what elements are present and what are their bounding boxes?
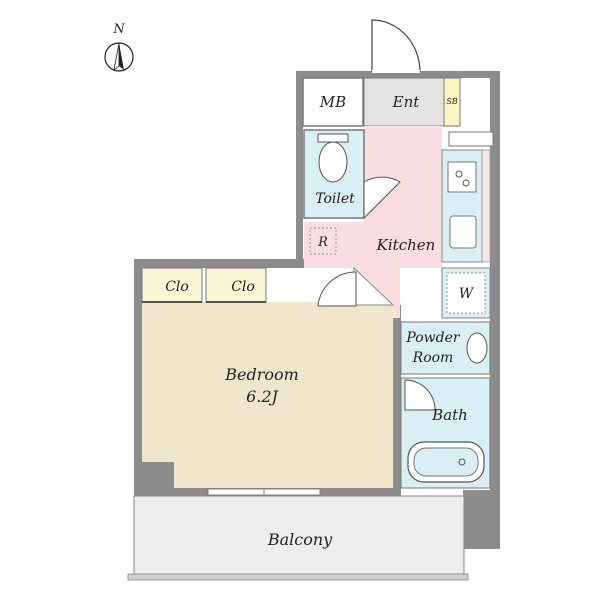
- washer: [446, 272, 486, 314]
- toilet-bowl-icon: [318, 141, 348, 183]
- powder-label-line2: Room: [412, 350, 454, 366]
- wall-right-column: [463, 490, 500, 549]
- compass-needle-icon: [119, 43, 124, 70]
- balcony: [133, 495, 465, 575]
- bathtub-drain-icon: [458, 458, 466, 466]
- entrance-door: [371, 19, 421, 73]
- bedroom-label-line2: 6.2J: [246, 387, 279, 406]
- stove: [447, 161, 477, 193]
- compass: N: [104, 22, 134, 72]
- toilet-door-swing: [363, 176, 401, 220]
- powder-label-line1: Powder: [405, 330, 461, 346]
- r-label: R: [317, 235, 328, 250]
- shelf-strip: [448, 131, 494, 147]
- balcony-label: Balcony: [267, 530, 333, 549]
- bedroom-label-line1: Bedroom: [224, 365, 299, 384]
- stove-burner-icon: [462, 179, 470, 187]
- kitchen-label: Kitchen: [376, 236, 436, 254]
- bath-door-swing: [404, 379, 436, 411]
- mb-room: [302, 77, 364, 127]
- wall-right: [490, 71, 500, 549]
- stove-burner-icon: [455, 170, 463, 178]
- counter-backsplash: [481, 149, 491, 263]
- mb-label: MB: [319, 93, 346, 111]
- clo2-label: Clo: [231, 279, 255, 295]
- refrigerator: [309, 227, 337, 255]
- compass-letter: N: [112, 22, 125, 37]
- toilet-label: Toilet: [315, 191, 355, 207]
- bedroom-room: [142, 268, 393, 488]
- closet-1: [141, 267, 203, 303]
- compass-needle-outline-icon: [113, 42, 120, 71]
- ent-label: Ent: [392, 93, 421, 111]
- clo1-label: Clo: [165, 279, 189, 295]
- w-label: W: [459, 286, 475, 302]
- wall-top: [296, 71, 500, 78]
- closet-2: [205, 267, 267, 303]
- balcony-rail: [127, 573, 469, 581]
- entrance-door-opening: [372, 70, 420, 73]
- kitchen-sink: [449, 215, 477, 249]
- wall-bedroom-top: [134, 259, 304, 268]
- kitchen-room: [304, 126, 442, 318]
- bath-label: Bath: [431, 406, 468, 424]
- washbasin-icon: [466, 332, 488, 364]
- bathtub-inner: [413, 447, 479, 477]
- toilet-tank: [317, 133, 349, 143]
- wall-bedroom-right: [393, 305, 401, 497]
- sb-label: SB: [446, 97, 457, 106]
- wall-bedroom-left: [134, 259, 142, 521]
- wall-left-upper: [296, 71, 303, 268]
- bedroom-door-swing: [317, 271, 357, 307]
- entrance-door-swing: [371, 19, 421, 73]
- sb-cabinet: [443, 77, 461, 127]
